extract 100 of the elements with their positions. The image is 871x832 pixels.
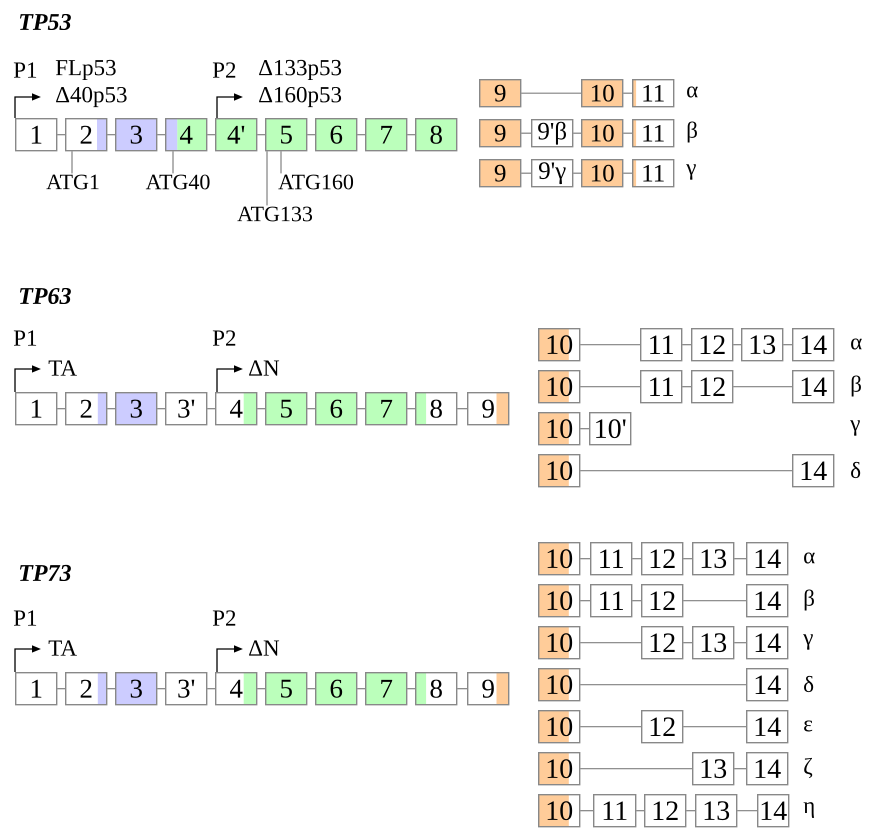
exon-box: 8 — [415, 392, 458, 426]
exon-box: 10 — [538, 370, 580, 404]
exon-box: 2 — [65, 672, 108, 706]
exon-box: 13 — [692, 626, 734, 660]
exon-box: 3' — [165, 672, 208, 706]
exon-box: 3 — [115, 392, 158, 426]
exon-box: 14 — [746, 710, 788, 744]
intron-line — [157, 408, 165, 410]
exon-box: 3 — [115, 118, 158, 152]
intron-line — [257, 688, 265, 690]
intron-line — [307, 134, 315, 136]
exon-box: 14 — [746, 542, 788, 576]
exon-box: 11 — [590, 542, 632, 576]
intron-line — [407, 688, 415, 690]
gene-title: TP53 — [20, 14, 71, 30]
exon-box: 12 — [641, 542, 684, 576]
isoform-label: ε — [804, 720, 812, 732]
exon-box: 1 — [15, 392, 58, 426]
start-codon-label: ATG160 — [278, 174, 354, 190]
isoform-label: α — [851, 338, 862, 350]
exon-box: 4' — [215, 118, 258, 152]
exon-box: 10 — [538, 454, 580, 488]
exon-box: 4 — [215, 672, 258, 706]
exon-box: 12 — [691, 328, 734, 362]
isoform-label: TA — [48, 360, 77, 376]
exon-box: 11 — [632, 79, 674, 108]
intron-line — [573, 172, 581, 174]
exon-box: 12 — [644, 794, 686, 828]
intron-line — [733, 386, 792, 388]
intron-line — [407, 408, 415, 410]
isoform-label: ΔN — [249, 360, 280, 376]
isoform-label: α — [687, 86, 698, 98]
exon-box: 13 — [741, 328, 784, 362]
exon-box: 4 — [215, 392, 258, 426]
intron-line — [734, 768, 746, 770]
exon-box: 5 — [265, 118, 308, 152]
intron-line — [580, 558, 590, 560]
intron-line — [407, 134, 415, 136]
exon-box: 10 — [538, 542, 580, 576]
exon-box: 9 — [479, 79, 522, 108]
intron-line — [107, 688, 115, 690]
intron-line — [734, 558, 746, 560]
intron-line — [357, 408, 365, 410]
exon-box: 13 — [692, 752, 734, 786]
intron-line — [683, 558, 692, 560]
intron-line — [580, 810, 593, 812]
intron-line — [573, 132, 581, 134]
intron-line — [580, 600, 590, 602]
exon-box: 3' — [165, 392, 208, 426]
exon-box: 9 — [467, 672, 510, 706]
intron-line — [457, 408, 467, 410]
intron-line — [57, 408, 65, 410]
exon-box: 10 — [538, 584, 580, 618]
intron-line — [686, 810, 695, 812]
isoform-label: γ — [803, 634, 813, 650]
exon-box: 7 — [365, 118, 408, 152]
exon-box: 8 — [415, 672, 458, 706]
exon-box: 7 — [365, 672, 408, 706]
exon-box: 6 — [315, 118, 358, 152]
exon-box: 14 — [746, 752, 788, 786]
promoter-label: P1 — [14, 610, 36, 626]
isoform-label: Δ40p53 — [56, 86, 127, 108]
exon-box: 6 — [315, 392, 358, 426]
intron-line — [623, 92, 632, 94]
intron-line — [257, 408, 265, 410]
leader-line — [172, 151, 174, 174]
exon-box: 9'β — [531, 119, 574, 148]
exon-box: 10 — [538, 328, 580, 362]
isoform-label: ΔN — [249, 640, 280, 656]
promoter-label: P2 — [212, 610, 236, 626]
intron-line — [57, 688, 65, 690]
intron-line — [207, 408, 215, 410]
exon-box: 2 — [65, 118, 108, 152]
intron-line — [683, 726, 746, 728]
exon-box: 13 — [692, 542, 734, 576]
intron-line — [580, 428, 589, 430]
leader-line — [280, 151, 282, 174]
intron-line — [521, 92, 581, 94]
exon-box: 10 — [581, 119, 624, 148]
exon-box: 9 — [479, 159, 522, 188]
intron-line — [207, 688, 215, 690]
exon-box: 10 — [538, 626, 580, 660]
exon-box: 5 — [265, 392, 308, 426]
gene-title: TP63 — [20, 288, 71, 304]
intron-line — [632, 558, 641, 560]
isoform-label: δ — [804, 676, 814, 692]
intron-line — [157, 688, 165, 690]
isoform-label: FLp53 — [56, 60, 116, 80]
intron-line — [683, 642, 692, 644]
intron-line — [580, 386, 640, 388]
exon-box: 4 — [165, 118, 208, 152]
intron-line — [107, 408, 115, 410]
intron-line — [307, 688, 315, 690]
promoter-label: P2 — [212, 62, 236, 78]
intron-line — [580, 470, 792, 472]
exon-box: 10' — [589, 412, 632, 446]
exon-box: 10 — [538, 412, 580, 446]
intron-line — [107, 134, 115, 136]
isoform-label: Δ133p53 — [259, 60, 342, 80]
intron-line — [623, 132, 632, 134]
